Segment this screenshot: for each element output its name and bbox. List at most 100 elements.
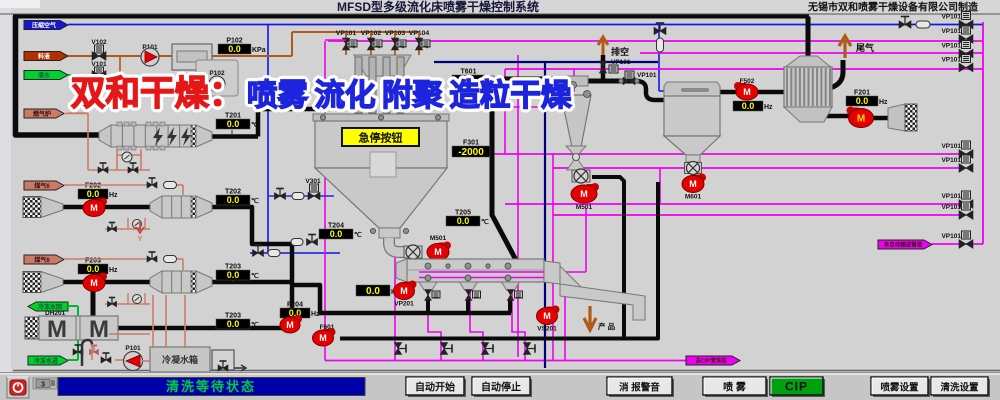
svg-text:压缩空气: 压缩空气: [32, 21, 56, 29]
svg-text:T204: T204: [328, 223, 344, 230]
svg-text:煤气6: 煤气6: [34, 256, 50, 264]
svg-text:清水: 清水: [38, 71, 51, 79]
svg-text:M: M: [319, 333, 327, 343]
svg-text:M: M: [543, 311, 551, 321]
svg-text:VP101: VP101: [941, 43, 961, 50]
svg-text:0.0: 0.0: [227, 195, 240, 205]
svg-text:Hz: Hz: [879, 99, 888, 106]
svg-text:0.0: 0.0: [87, 264, 100, 274]
svg-text:P102: P102: [209, 70, 225, 77]
svg-text:冷冻水回: 冷冻水回: [38, 303, 62, 311]
svg-text:MFSD型多级流化床喷雾干燥控制系统: MFSD型多级流化床喷雾干燥控制系统: [337, 0, 539, 14]
svg-text:煤气6: 煤气6: [34, 182, 50, 190]
svg-text:3: 3: [41, 380, 45, 389]
svg-text:V301: V301: [305, 178, 321, 185]
svg-text:℃: ℃: [354, 231, 362, 239]
svg-text:VP201: VP201: [394, 301, 414, 308]
svg-text:℃: ℃: [251, 121, 259, 129]
svg-text:急停按钮: 急停按钮: [359, 131, 403, 145]
svg-text:料液: 料液: [38, 52, 51, 60]
svg-text:Hz: Hz: [109, 267, 118, 274]
svg-text:产 品: 产 品: [598, 321, 616, 331]
svg-text:喷雾 流化 附聚 造粒干燥: 喷雾 流化 附聚 造粒干燥: [247, 79, 572, 113]
svg-text:0.0: 0.0: [463, 75, 475, 84]
svg-text:F301: F301: [463, 140, 479, 147]
svg-text:VP101: VP101: [941, 204, 961, 211]
svg-text:VP101: VP101: [941, 157, 961, 164]
svg-text:Hz: Hz: [311, 311, 320, 318]
svg-text:M501: M501: [430, 235, 447, 242]
svg-text:VP101: VP101: [941, 193, 961, 200]
svg-text:VP101: VP101: [941, 57, 961, 64]
svg-text:M: M: [286, 320, 294, 330]
svg-text:-2000: -2000: [458, 147, 484, 158]
svg-text:P101: P101: [125, 345, 141, 352]
svg-text:去CIP清洗站: 去CIP清洗站: [695, 357, 727, 365]
svg-text:M601: M601: [685, 194, 702, 201]
svg-text:T601: T601: [461, 69, 477, 76]
svg-text:排空: 排空: [611, 46, 629, 57]
svg-text:P102: P102: [226, 38, 242, 45]
svg-text:Y: Y: [138, 236, 143, 243]
svg-text:DH201: DH201: [45, 310, 66, 317]
svg-text:尾气: 尾气: [855, 42, 874, 53]
svg-text:V102: V102: [91, 39, 107, 46]
svg-text:F202: F202: [85, 183, 101, 190]
svg-text:0.0: 0.0: [742, 101, 755, 111]
svg-text:Hz: Hz: [109, 192, 118, 199]
svg-text:M: M: [90, 203, 98, 213]
svg-text:℃: ℃: [251, 197, 259, 205]
svg-text:F502: F502: [740, 78, 755, 85]
svg-text:F601: F601: [320, 324, 335, 331]
svg-text:0.0: 0.0: [289, 308, 302, 318]
svg-text:冷凝水箱: 冷凝水箱: [162, 354, 198, 365]
svg-text:VP101: VP101: [637, 72, 657, 79]
svg-text:M: M: [743, 87, 751, 97]
svg-text:F201: F201: [854, 90, 870, 97]
svg-text:M: M: [400, 286, 408, 296]
svg-text:燃气炉: 燃气炉: [33, 110, 51, 118]
svg-text:F204: F204: [287, 302, 303, 309]
svg-text:M501: M501: [576, 204, 593, 211]
svg-text:0.0: 0.0: [856, 96, 869, 106]
svg-text:0.0: 0.0: [87, 189, 100, 199]
svg-text:0.0: 0.0: [227, 319, 240, 329]
svg-text:0.0: 0.0: [330, 229, 343, 239]
svg-text:KPa: KPa: [252, 47, 266, 54]
svg-text:VP101: VP101: [941, 14, 961, 21]
svg-text:0.0: 0.0: [457, 216, 470, 226]
svg-text:0.0: 0.0: [227, 270, 240, 280]
svg-text:VP101: VP101: [941, 28, 961, 35]
svg-text:自动停止: 自动停止: [481, 381, 521, 394]
svg-text:喷 雾: 喷 雾: [723, 381, 747, 394]
svg-text:V101: V101: [91, 61, 107, 68]
svg-text:M: M: [90, 278, 98, 288]
svg-text:无锡市双和喷雾干燥设备有限公司制造: 无锡市双和喷雾干燥设备有限公司制造: [807, 1, 979, 14]
svg-text:T205: T205: [455, 210, 471, 217]
svg-text:M: M: [580, 189, 588, 199]
svg-text:双和干燥：: 双和干燥：: [71, 75, 244, 113]
svg-text:VS201: VS201: [537, 326, 557, 333]
svg-text:0.0: 0.0: [227, 119, 240, 129]
svg-text:清洗设置: 清洗设置: [940, 382, 979, 394]
svg-text:双和干燥：: 双和干燥：: [71, 75, 244, 113]
svg-text:Hz: Hz: [764, 104, 773, 111]
svg-text:M: M: [89, 316, 109, 343]
svg-text:℃: ℃: [251, 321, 259, 329]
svg-text:CIP: CIP: [785, 380, 808, 394]
svg-text:自动开始: 自动开始: [415, 381, 455, 394]
svg-text:℃: ℃: [251, 272, 259, 280]
svg-text:M: M: [47, 316, 67, 343]
svg-text:℃: ℃: [481, 218, 489, 226]
svg-text:M: M: [857, 114, 865, 125]
svg-text:T201: T201: [225, 113, 241, 120]
svg-text:喷雾设置: 喷雾设置: [880, 382, 919, 394]
svg-text:0.0: 0.0: [366, 286, 380, 297]
svg-text:0.0: 0.0: [228, 44, 241, 54]
svg-text:F203: F203: [85, 258, 101, 265]
svg-text:M: M: [434, 247, 442, 257]
svg-text:来自动输送管道: 来自动输送管道: [883, 241, 923, 249]
svg-text:VP101: VP101: [941, 143, 961, 150]
svg-text:VP101: VP101: [941, 233, 961, 240]
svg-text:T202: T202: [225, 189, 241, 196]
